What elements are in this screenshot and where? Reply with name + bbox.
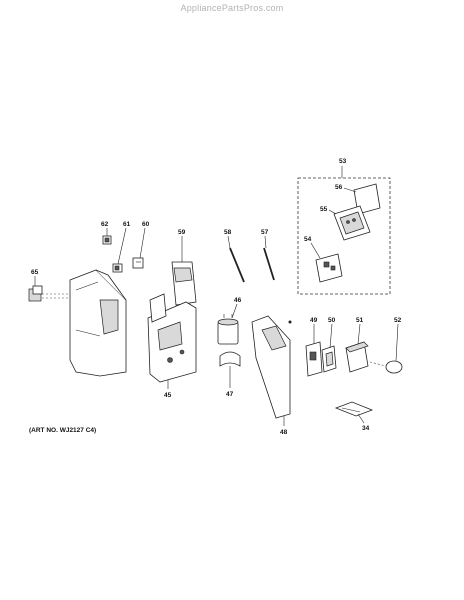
part-52[interactable]	[385, 360, 403, 374]
part-60[interactable]	[132, 257, 144, 269]
callout-61: 61	[123, 221, 131, 228]
callout-59: 59	[178, 229, 186, 236]
part-49[interactable]	[305, 341, 323, 377]
callout-56: 56	[335, 184, 343, 191]
part-62[interactable]	[102, 235, 112, 245]
callout-34: 34	[362, 425, 370, 432]
callout-49: 49	[310, 317, 318, 324]
callout-65: 65	[31, 269, 39, 276]
callout-48: 48	[280, 429, 288, 436]
part-59[interactable]	[171, 261, 197, 306]
callout-60: 60	[142, 221, 150, 228]
callout-54: 54	[304, 236, 312, 243]
part-58[interactable]	[229, 247, 245, 283]
callout-46: 46	[234, 297, 242, 304]
watermark: AppliancePartsPros.com	[180, 3, 284, 13]
part-57[interactable]	[263, 247, 275, 281]
part-55[interactable]	[333, 205, 371, 241]
callout-53: 53	[339, 158, 347, 165]
part-46[interactable]	[217, 314, 239, 345]
part-50[interactable]	[321, 345, 337, 373]
art-number: (ART NO. WJ2127 C4)	[29, 427, 97, 434]
subassembly-53-box	[297, 177, 391, 295]
part-48[interactable]	[251, 315, 292, 419]
part-61[interactable]	[112, 263, 123, 273]
callout-50: 50	[328, 317, 336, 324]
part-47[interactable]	[219, 351, 241, 367]
callout-52: 52	[394, 317, 402, 324]
callout-57: 57	[261, 229, 269, 236]
callout-45: 45	[164, 392, 172, 399]
callout-58: 58	[224, 229, 232, 236]
part-54[interactable]	[315, 253, 343, 283]
callout-55: 55	[320, 206, 328, 213]
part-45[interactable]	[147, 293, 197, 383]
part-34[interactable]	[334, 401, 374, 417]
part-51[interactable]	[345, 341, 369, 373]
part-65[interactable]	[28, 285, 74, 302]
callout-51: 51	[356, 317, 364, 324]
callout-62: 62	[101, 221, 109, 228]
housing-left	[69, 269, 127, 377]
callout-47: 47	[226, 391, 234, 398]
